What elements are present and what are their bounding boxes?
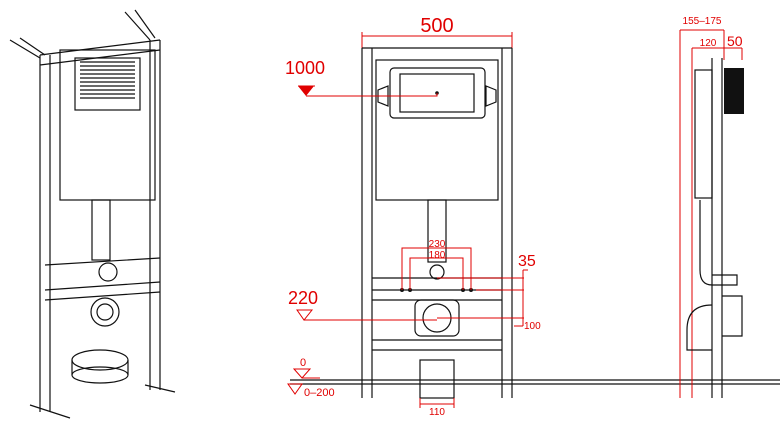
height-1000-label: 1000 (285, 58, 325, 78)
dim-155-175: 155–175 (683, 16, 722, 27)
side-view: 155–175 120 50 (679, 16, 744, 398)
dim-230: 230 (429, 239, 446, 250)
dim-180: 180 (429, 250, 446, 261)
dim-120: 120 (700, 38, 717, 49)
dim-100: 100 (524, 321, 541, 332)
dim-width: 500 (420, 15, 453, 37)
dim-110: 110 (429, 407, 445, 418)
floor-0-label: 0 (300, 357, 306, 369)
isometric-frame-view (9, 9, 176, 419)
dim-50: 50 (727, 33, 743, 49)
height-220-label: 220 (288, 288, 318, 308)
level-marker-icon (298, 86, 314, 96)
front-view: 500 230 180 35 100 110 1000 220 0 0–200 (285, 15, 780, 418)
dim-35: 35 (518, 253, 536, 270)
floor-range-label: 0–200 (304, 387, 335, 399)
